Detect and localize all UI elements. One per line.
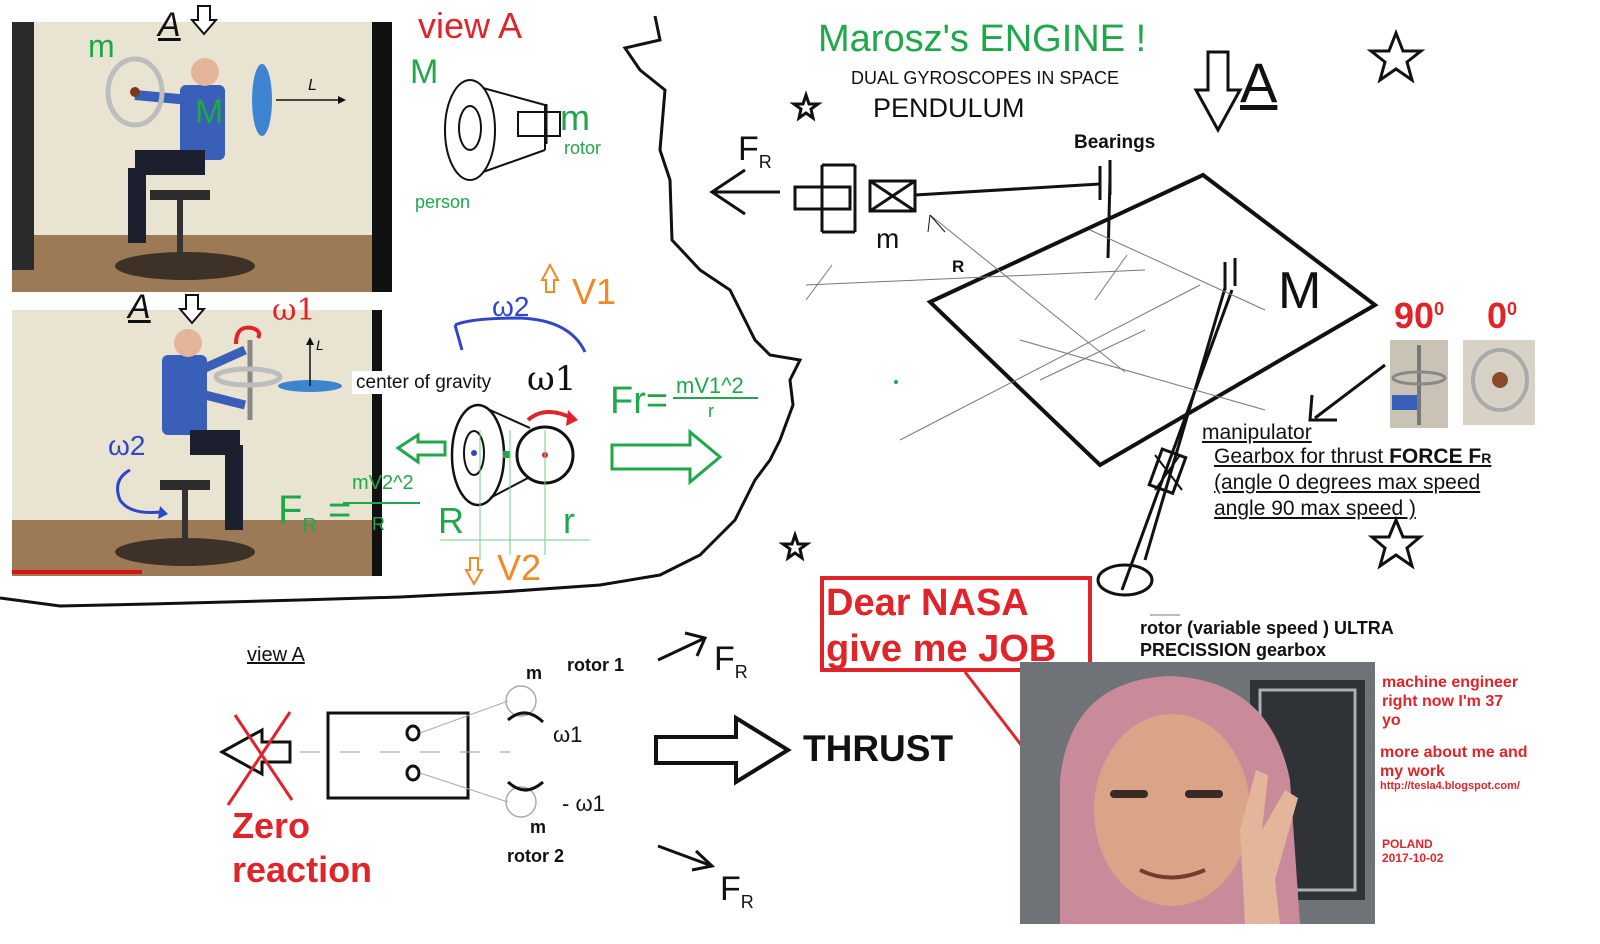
gravity-diagram — [343, 262, 758, 587]
photo-top-l-label: L — [308, 77, 317, 94]
radius-R-label: R — [438, 500, 464, 541]
rotor2-omega: - ω1 — [562, 791, 605, 816]
view-a-person: person — [415, 192, 471, 212]
about-country: POLAND — [1382, 837, 1433, 851]
title-sub2: PENDULUM — [873, 93, 1025, 123]
view-a-title: view A — [418, 5, 523, 46]
about-line1: machine engineer — [1382, 674, 1519, 691]
FR-equation-num: mV2^2 — [352, 472, 414, 494]
engine-arrow-a-label: A — [1240, 51, 1278, 114]
thrust-label: THRUST — [803, 728, 954, 769]
about-line3: yo — [1382, 712, 1401, 729]
rotor1-label: rotor 1 — [567, 655, 625, 675]
author-photo — [1020, 662, 1375, 924]
engine-diagram — [709, 50, 1386, 616]
radius-r-label: r — [563, 500, 575, 541]
photo-top — [12, 22, 392, 292]
engine-m-label: m — [876, 223, 900, 254]
center-of-gravity-label: center of gravity — [352, 371, 496, 394]
about-line4: more about me and — [1380, 744, 1528, 761]
about-url: http://tesla4.blogspot.com/ — [1380, 780, 1520, 792]
FR-equation-den: R — [372, 514, 385, 534]
bottom-fr-top: FR — [714, 640, 748, 682]
bottom-fr-bottom: FR — [720, 870, 754, 912]
engine-r-label: R — [952, 257, 965, 276]
rotor2-label: rotor 2 — [507, 846, 565, 866]
angle-90-label: 900 — [1394, 295, 1445, 336]
gearbox-line1: Gearbox for thrust FORCE FR — [1214, 445, 1492, 468]
nasa-line1: Dear NASA — [826, 582, 1029, 624]
angle-photos — [1390, 340, 1535, 428]
photo-top-m-label: m — [88, 28, 115, 64]
nasa-line2: give me JOB — [826, 628, 1057, 670]
gravity-v2: V2 — [497, 547, 542, 588]
gearbox-line2: (angle 0 degrees max speed — [1214, 471, 1481, 494]
angle-0-label: 00 — [1487, 295, 1518, 336]
about-line5: my work — [1380, 763, 1445, 780]
photo-bottom-omega1: ω1 — [272, 293, 316, 328]
fr-equation-den: r — [708, 401, 714, 421]
view-a-rotor: rotor — [564, 138, 602, 158]
gravity-omega1: ω1 — [527, 359, 577, 399]
view-a-bigm: M — [410, 53, 439, 91]
gearbox-line3: angle 90 max speed ) — [1214, 497, 1416, 520]
view-a-sketch — [444, 79, 561, 181]
bearings-label: Bearings — [1074, 132, 1156, 153]
gravity-omega2: ω2 — [492, 291, 530, 322]
photo-top-bigm-label: M — [195, 93, 224, 131]
photo-bottom-l-label: L — [316, 337, 324, 353]
gravity-v1: V1 — [572, 271, 617, 312]
dot — [894, 380, 898, 384]
FR-equation-lhs: FR = — [278, 488, 352, 537]
title-main: Marosz's ENGINE ! — [818, 18, 1147, 60]
manipulator-label: manipulator — [1202, 421, 1312, 444]
divider-curve — [0, 15, 803, 608]
fr-equation-lhs: Fr= — [610, 380, 669, 422]
engine-fr-label: FR — [738, 130, 772, 172]
nasa-box — [820, 576, 1092, 672]
rotor-gearbox-line2: PRECISSION gearbox — [1140, 640, 1327, 660]
about-date: 2017-10-02 — [1382, 851, 1444, 865]
rotor1-omega: ω1 — [553, 722, 583, 747]
rotor2-m-label: m — [530, 817, 547, 837]
photo-bottom-a-label: A — [128, 288, 151, 326]
view-arrow-top — [189, 5, 219, 36]
photo-top-a-label: A — [158, 6, 181, 44]
bottom-view-diagram — [218, 631, 792, 872]
view-a-m: m — [560, 97, 590, 138]
about-line2: right now I'm 37 — [1382, 693, 1504, 710]
photo-bottom-omega2: ω2 — [108, 430, 146, 461]
reaction-label: reaction — [232, 849, 373, 890]
bottom-view-title: view A — [247, 644, 305, 666]
rotor-gearbox-line1: rotor (variable speed ) ULTRA — [1140, 618, 1394, 638]
stars — [778, 28, 1426, 570]
rotor1-m-label: m — [526, 663, 543, 683]
photo-bottom — [12, 310, 382, 576]
fr-equation-num: mV1^2 — [676, 373, 744, 398]
view-arrow-bottom — [177, 294, 207, 325]
zero-label: Zero — [232, 805, 311, 846]
engine-bigm-label: M — [1278, 262, 1322, 320]
title-sub1: DUAL GYROSCOPES IN SPACE — [851, 68, 1120, 88]
